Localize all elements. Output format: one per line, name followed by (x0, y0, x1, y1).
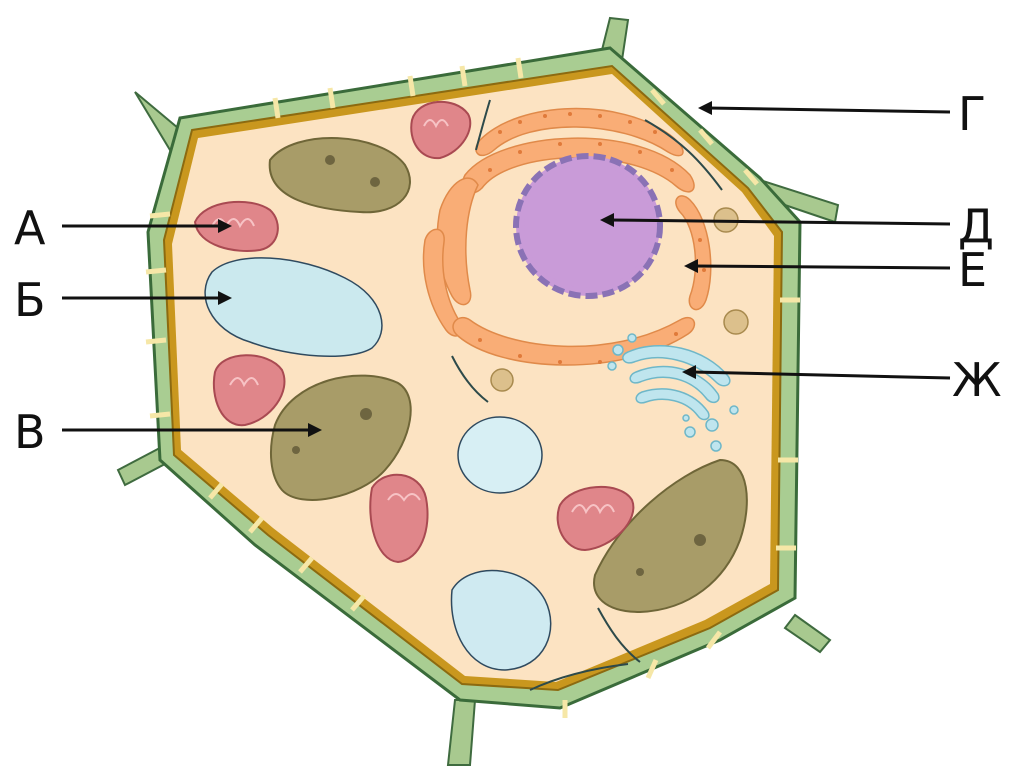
label-b: Б (14, 273, 46, 327)
label-zh: Ж (952, 353, 1002, 407)
label-v: В (14, 405, 46, 459)
mitochondrion-bottom-left (370, 475, 427, 562)
nucleus (516, 156, 660, 296)
label-a: А (14, 201, 46, 255)
label-e: Е (958, 243, 987, 297)
small-vacuole-center (458, 417, 542, 493)
nucleoplasm (524, 164, 652, 288)
label-g: Г (958, 87, 986, 141)
